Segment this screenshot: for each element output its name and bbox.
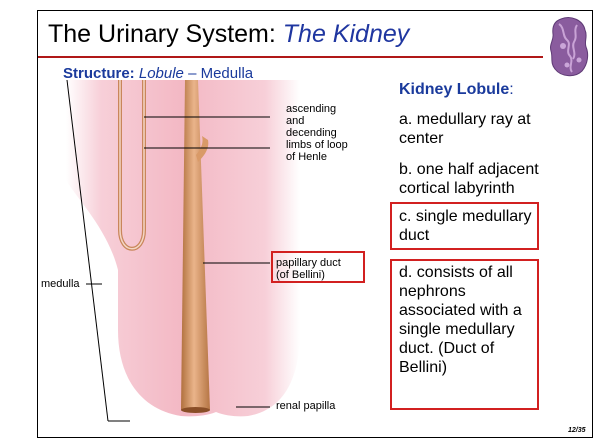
renal-papilla-label: renal papilla <box>276 400 335 412</box>
lobule-diagram: ascending and decending limbs of loop of… <box>38 80 378 430</box>
title-main: The Urinary System: <box>48 20 283 48</box>
slide-title: The Urinary System: The Kidney <box>48 20 409 49</box>
heading-colon: : <box>509 81 513 98</box>
papillary-duct-highlight <box>271 251 365 283</box>
loop-of-henle-label: ascending and decending limbs of loop of… <box>286 103 348 163</box>
kidney-lobule-heading: Kidney Lobule: <box>399 81 514 99</box>
lobule-item-c: c. single medullary duct <box>399 207 534 245</box>
title-emphasis: The Kidney <box>283 20 409 48</box>
heading-bold: Kidney Lobule <box>399 81 509 98</box>
kidney-section-icon <box>547 16 591 78</box>
lobule-item-b: b. one half adjacent cortical labyrinth <box>399 160 559 198</box>
lobule-item-a: a. medullary ray at center <box>399 110 549 148</box>
medulla-label: medulla <box>41 278 80 290</box>
page-number: 12/35 <box>568 427 586 434</box>
lobule-item-d: d. consists of all nephrons associated w… <box>399 263 537 377</box>
title-divider <box>38 56 543 58</box>
